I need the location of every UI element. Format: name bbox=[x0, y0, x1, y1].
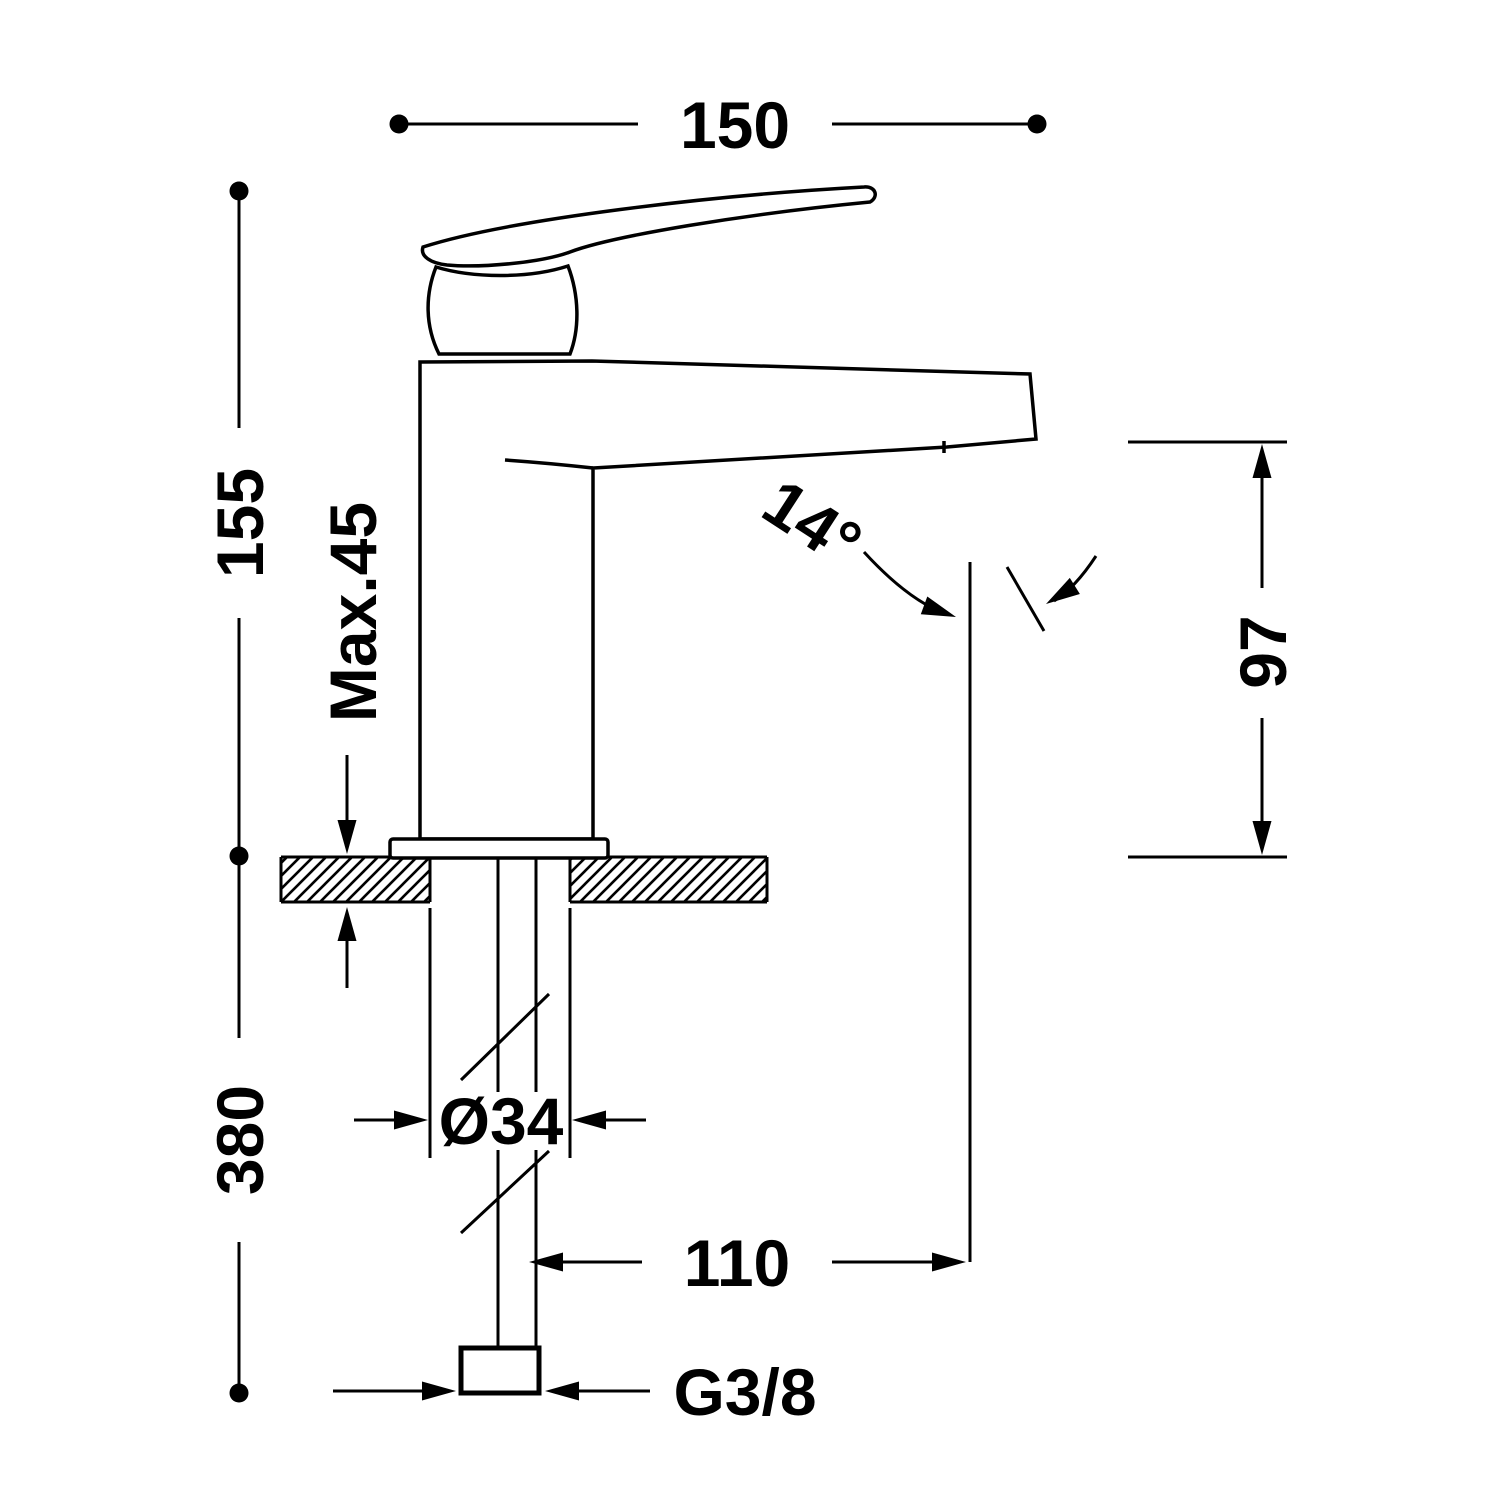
arrowhead bbox=[1046, 577, 1080, 604]
arrowhead-left bbox=[529, 1252, 563, 1272]
connector-nut bbox=[458, 1345, 542, 1396]
spout-reach-label: 110 bbox=[684, 1226, 790, 1300]
deck-hatch-right bbox=[570, 857, 767, 902]
spout-angle-label: 14° bbox=[751, 464, 875, 580]
label-mask bbox=[442, 1092, 558, 1150]
arrowhead-right bbox=[932, 1252, 966, 1272]
dimension-overall-height: 155 bbox=[203, 181, 277, 866]
dimension-spout-reach: 110 bbox=[529, 1226, 966, 1300]
arrowhead bbox=[920, 596, 956, 617]
faucet-body-spout bbox=[418, 359, 1038, 841]
max-deck-thickness-label: Max.45 bbox=[316, 502, 390, 722]
arrowhead-right bbox=[394, 1110, 428, 1130]
spout-underside-line bbox=[504, 458, 594, 470]
spout-angle-annotation: 14° bbox=[751, 464, 1098, 1262]
handle-lever bbox=[420, 185, 877, 268]
hole-diameter-label: Ø34 bbox=[439, 1084, 564, 1158]
arrowhead-up bbox=[337, 907, 357, 941]
arrowhead-right bbox=[422, 1381, 456, 1401]
dimension-connection-thread: G3/8 bbox=[333, 1355, 817, 1429]
arrowhead-left bbox=[545, 1381, 579, 1401]
overall-width-label: 150 bbox=[680, 88, 790, 162]
dimension-hole-diameter: Ø34 bbox=[354, 908, 646, 1158]
outlet-height-label: 97 bbox=[1226, 615, 1300, 688]
cartridge-cover bbox=[426, 263, 579, 356]
supply-length-label: 380 bbox=[203, 1085, 277, 1195]
break-mark-upper bbox=[459, 992, 551, 1082]
dimension-max-deck-thickness: Max.45 bbox=[316, 502, 390, 988]
dimension-outlet-height: 97 bbox=[1128, 440, 1300, 859]
arrowhead-down bbox=[337, 820, 357, 854]
thread-label: G3/8 bbox=[673, 1355, 816, 1429]
dimension-supply-length: 380 bbox=[203, 856, 277, 1403]
faucet bbox=[388, 185, 1038, 860]
overall-height-label: 155 bbox=[203, 468, 277, 578]
angle-reference-line bbox=[1005, 566, 1046, 632]
break-mark-lower bbox=[459, 1149, 551, 1235]
arrowhead-up bbox=[1252, 444, 1272, 478]
arrowhead-left bbox=[572, 1110, 606, 1130]
countertop-deck bbox=[279, 855, 769, 904]
deck-hatch-left bbox=[281, 857, 430, 902]
arrowhead-down bbox=[1252, 821, 1272, 855]
dimension-overall-width: 150 bbox=[389, 88, 1047, 162]
base-flange bbox=[388, 837, 610, 860]
